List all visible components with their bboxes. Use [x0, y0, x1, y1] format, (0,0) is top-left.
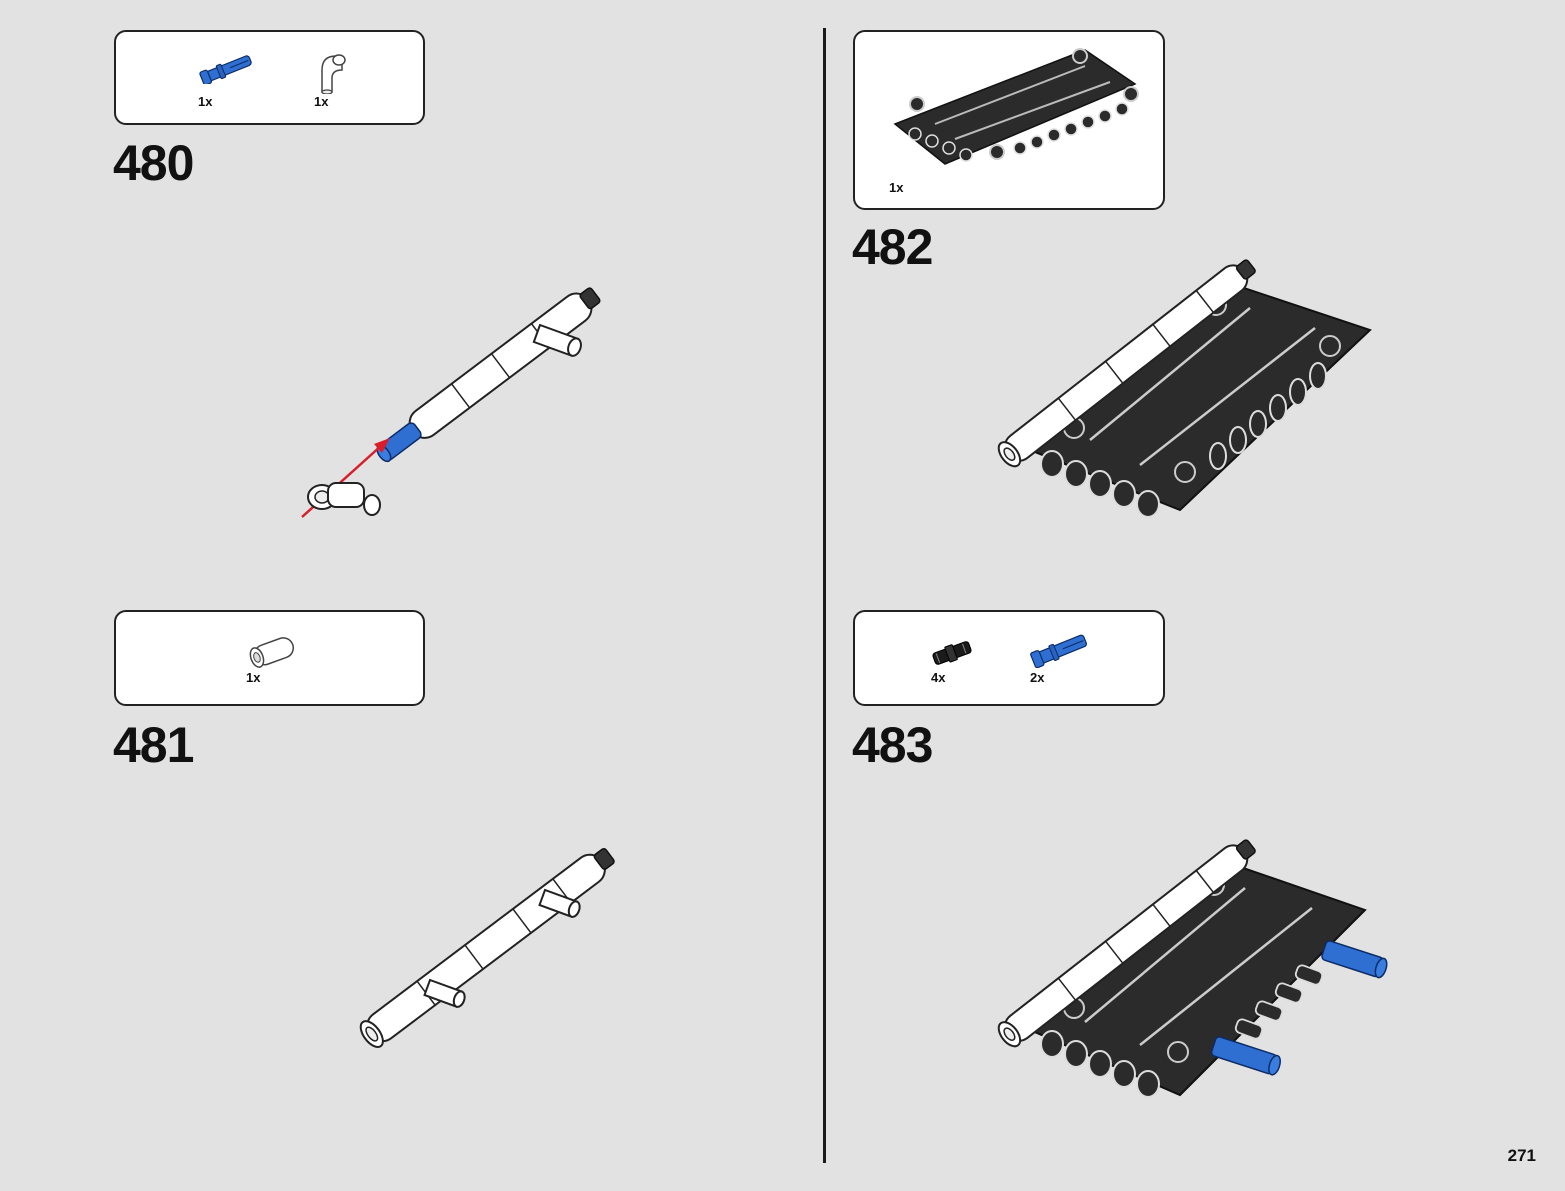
qty-label: 1x: [198, 94, 213, 109]
qty-label: 1x: [246, 670, 261, 685]
parts-callout-480: 1x 1x: [114, 30, 425, 125]
black-friction-pin-icon: [932, 641, 972, 665]
step-number: 483: [852, 717, 933, 773]
step-483-model: [997, 839, 1388, 1098]
page-number: 271: [1507, 1146, 1536, 1165]
qty-label: 4x: [931, 670, 946, 685]
blue-axle-pin-icon: [199, 55, 252, 84]
parts-callout-482: 1x: [853, 30, 1165, 210]
qty-label: 2x: [1030, 670, 1045, 685]
white-angle-connector-icon: [321, 54, 346, 94]
step-480-model: [301, 287, 601, 518]
step-481-model: [359, 847, 615, 1048]
step-number: 480: [113, 135, 194, 191]
black-panel-frame-icon: [893, 48, 1139, 165]
parts-callout-483: 4x 2x: [853, 610, 1165, 706]
page-divider: [823, 28, 826, 1163]
step-number: 481: [113, 717, 194, 773]
blue-axle-pin-icon: [1030, 634, 1087, 668]
qty-label: 1x: [889, 180, 904, 195]
parts-callout-481: 1x: [114, 610, 425, 706]
step-number: 482: [852, 219, 933, 275]
qty-label: 1x: [314, 94, 329, 109]
step-482-model: [997, 259, 1372, 518]
white-tube-connector-icon: [249, 637, 295, 668]
